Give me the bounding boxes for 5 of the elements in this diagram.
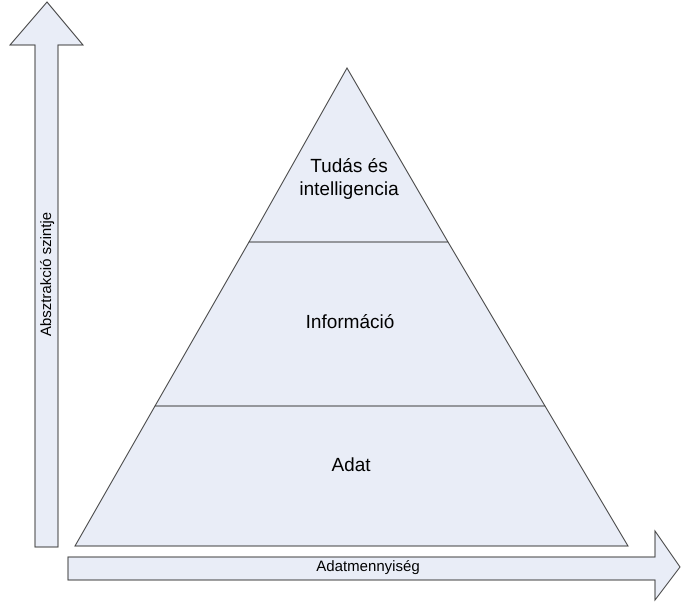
tier-label: Tudás és intelligencia: [298, 156, 400, 202]
tier-label: Információ: [304, 312, 396, 335]
axis-label: Adatmennyiség: [315, 558, 421, 576]
axis-label: Absztrakció szintje: [38, 212, 56, 336]
tier-label: Adat: [330, 455, 372, 478]
